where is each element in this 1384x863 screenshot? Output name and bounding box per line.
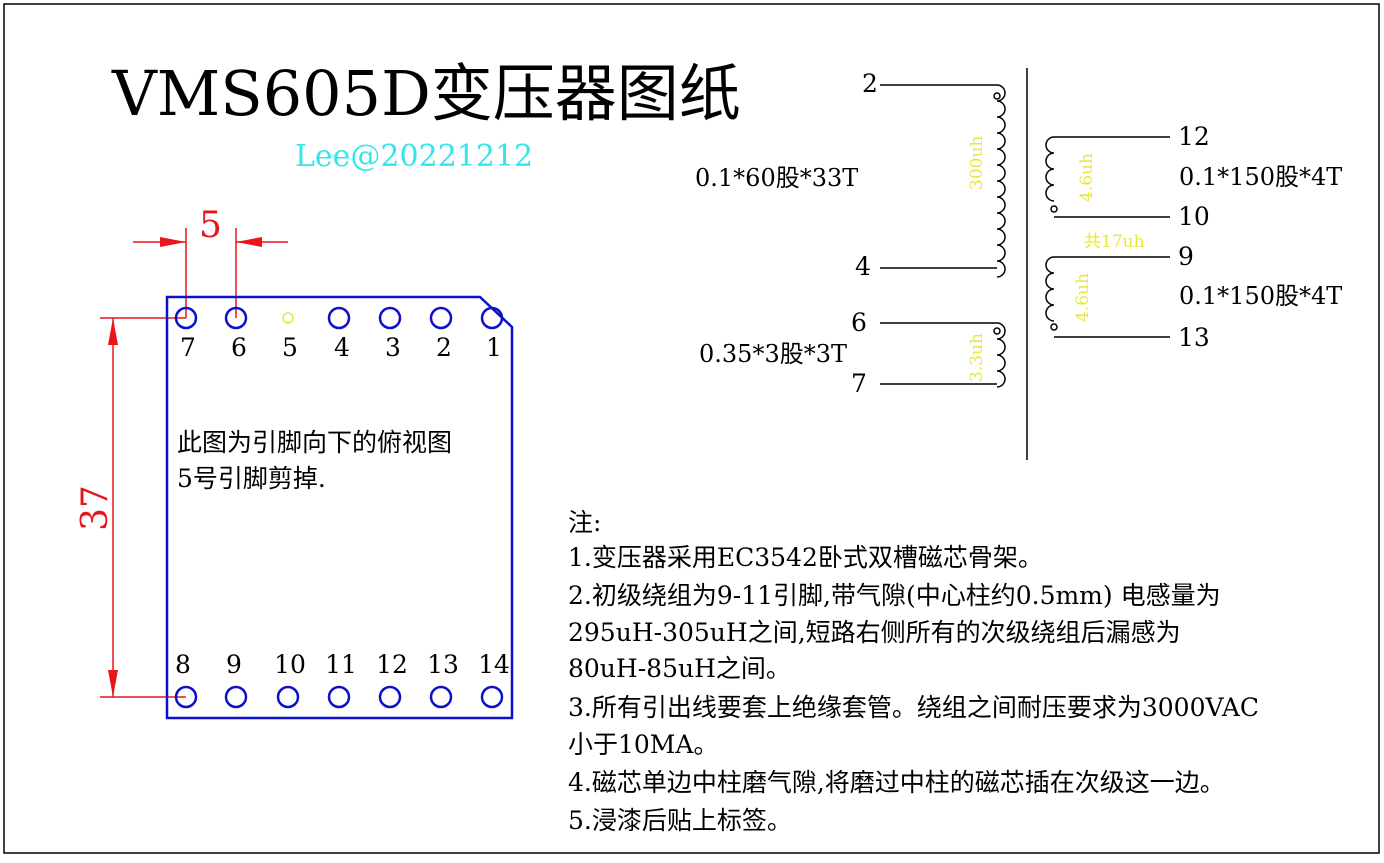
note-line: 3.所有引出线要套上绝缘套管。绕组之间耐压要求为3000VAC — [568, 693, 1259, 722]
pin-label: 8 — [175, 650, 191, 679]
height-dimension — [100, 317, 186, 698]
aux-pin-bottom: 7 — [851, 369, 867, 398]
pin-hole — [276, 685, 300, 709]
pin-label: 6 — [231, 333, 247, 362]
note-line: 4.磁芯单边中柱磨气隙,将磨过中柱的磁芯插在次级这一边。 — [568, 768, 1225, 797]
aux-pin-top: 6 — [851, 308, 867, 337]
note-line: 80uH-85uH之间。 — [568, 654, 791, 683]
note-line: 5.浸漆后贴上标签。 — [568, 806, 792, 835]
pin-label: 10 — [274, 650, 306, 679]
polarity-dot — [993, 327, 1001, 335]
primary-winding — [880, 84, 1006, 278]
aux-inductance: 3.3uh — [967, 333, 987, 382]
sec1-pin-top: 12 — [1178, 122, 1210, 151]
polarity-dot — [1050, 323, 1058, 331]
primary-pin-bottom: 4 — [855, 252, 871, 281]
pin-hole — [429, 685, 453, 709]
aux-winding — [880, 322, 1006, 388]
footprint: 5 37 7 6 5 4 3 2 1 — [75, 205, 514, 720]
sec2-pin-bottom: 13 — [1178, 323, 1210, 352]
pin-hole-removed — [282, 312, 294, 324]
transformer-schematic — [880, 68, 1170, 460]
note-line: 2.初级绕组为9-11引脚,带气隙(中心柱约0.5mm) 电感量为 — [568, 581, 1221, 610]
pin-label: 7 — [180, 333, 196, 362]
width-dimension — [133, 228, 288, 318]
total-inductance: 共17uh — [1084, 232, 1145, 252]
pin-hole — [480, 685, 504, 709]
bottom-pin-row — [174, 685, 504, 709]
pin-label: 12 — [376, 650, 408, 679]
note-line: 1.变压器采用EC3542卧式双槽磁芯骨架。 — [568, 543, 1043, 572]
footprint-description-2: 5号引脚剪掉. — [177, 464, 326, 493]
pin-hole — [327, 306, 351, 330]
sec1-spec: 0.1*150股*4T — [1179, 163, 1342, 191]
primary-pin-top: 2 — [862, 69, 878, 98]
top-pin-row — [174, 306, 504, 330]
drawing-frame — [3, 3, 1380, 854]
primary-spec: 0.1*60股*33T — [695, 164, 858, 192]
sec2-inductance: 4.6uh — [1073, 273, 1093, 322]
polarity-dot — [1050, 205, 1058, 213]
top-pin-labels: 7 6 5 4 3 2 1 — [180, 333, 502, 362]
pin-hole — [224, 306, 248, 330]
height-dimension-label: 37 — [75, 485, 116, 531]
bottom-pin-labels: 8 9 10 11 12 13 14 — [175, 650, 510, 679]
page-title: VMS605D变压器图纸 — [111, 57, 741, 130]
author-stamp: Lee@20221212 — [295, 139, 533, 174]
pin-label: 9 — [226, 650, 242, 679]
pin-label: 5 — [282, 333, 298, 362]
note-line: 295uH-305uH之间,短路右侧所有的次级绕组后漏感为 — [568, 618, 1181, 647]
secondary-winding-2 — [1045, 256, 1170, 338]
secondary-winding-1 — [1045, 136, 1170, 218]
pin-hole — [378, 306, 402, 330]
pin-label: 11 — [325, 650, 357, 679]
notes: 注: 1.变压器采用EC3542卧式双槽磁芯骨架。 2.初级绕组为9-11引脚,… — [568, 508, 1259, 835]
footprint-description-1: 此图为引脚向下的俯视图 — [177, 428, 452, 457]
pin-label: 3 — [385, 333, 401, 362]
pin-hole — [174, 306, 198, 330]
pin-hole — [224, 685, 248, 709]
sec1-pin-bottom: 10 — [1178, 202, 1210, 231]
polarity-dot — [993, 92, 1001, 100]
pin-hole — [429, 306, 453, 330]
pin-label: 2 — [436, 333, 452, 362]
sec2-pin-top: 9 — [1178, 242, 1194, 271]
pin-hole — [327, 685, 351, 709]
primary-inductance: 300uh — [967, 136, 987, 190]
width-dimension-label: 5 — [199, 205, 222, 246]
note-line: 小于10MA。 — [568, 730, 718, 759]
sec1-inductance: 4.6uh — [1077, 153, 1097, 202]
aux-spec: 0.35*3股*3T — [699, 340, 847, 368]
pin-label: 13 — [427, 650, 459, 679]
pin-label: 4 — [334, 333, 350, 362]
notes-heading: 注: — [568, 508, 601, 537]
footprint-outline — [165, 295, 514, 720]
pin-label: 1 — [486, 333, 502, 362]
sec2-spec: 0.1*150股*4T — [1179, 282, 1342, 310]
pin-hole — [480, 306, 504, 330]
pin-hole — [378, 685, 402, 709]
pin-label: 14 — [478, 650, 510, 679]
pin-hole — [174, 685, 198, 709]
